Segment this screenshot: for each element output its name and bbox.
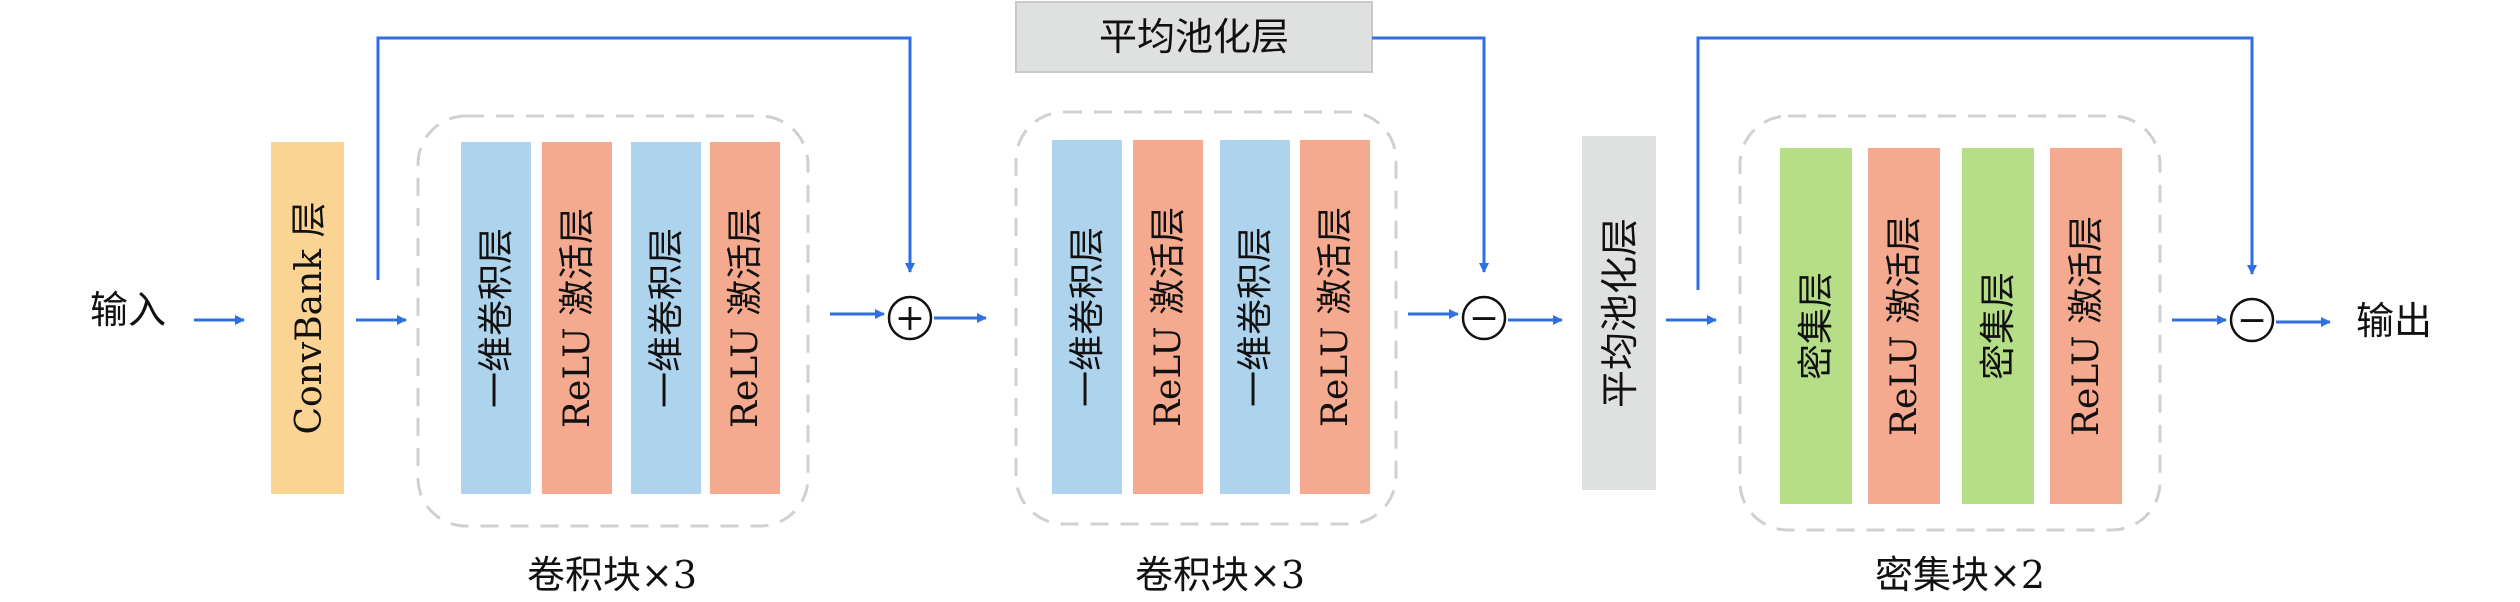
group-border-dense-block [1738, 114, 2162, 532]
skip-pool-to-sub1 [1372, 36, 1489, 273]
dense-block-layer-1-label: 密集层 [1796, 272, 1837, 380]
dense-block-layer-2 [1868, 148, 1940, 504]
dense-block-layer-3 [1962, 148, 2034, 504]
conv-block-1-layer-1 [461, 142, 531, 494]
conv-block-2-layer-3 [1220, 140, 1290, 494]
conv-block-2-layer-1-label: 一维卷积层 [1067, 227, 1108, 407]
conv-block-1-layer-1-label: 一维卷积层 [476, 228, 517, 408]
pool-top-label: 平均池化层 [1099, 15, 1289, 59]
convbank-layer [271, 142, 344, 494]
dense-block-caption: 密集块×2 [1875, 553, 2045, 597]
conv-block-2-layer-1 [1052, 140, 1122, 494]
conv-block-1-layer-4-label: ReLU 激活层 [725, 208, 766, 428]
skip-pool-mid-to-sub2 [1696, 36, 2257, 290]
dense-block-layer-4-label: ReLU 激活层 [2066, 216, 2107, 436]
conv-block-2-layer-2 [1133, 140, 1203, 494]
dense-block-layer-2-label: ReLU 激活层 [1884, 216, 1925, 436]
subtract-operator-2-symbol: − [2237, 300, 2267, 341]
conv-block-1-layer-2-label: ReLU 激活层 [557, 208, 598, 428]
flow-arrows [194, 309, 2331, 327]
convbank-label: ConvBank 层 [289, 201, 330, 434]
skip-convbank-to-add [376, 36, 915, 280]
dense-block-layer-4 [2050, 148, 2122, 504]
add-operator [887, 295, 933, 341]
input-label: 输入 [90, 288, 166, 332]
dense-block-layer-3-label: 密集层 [1978, 272, 2019, 380]
conv-block-2-layer-3-label: 一维卷积层 [1235, 227, 1276, 407]
group-border-conv-block-1 [416, 114, 810, 528]
add-operator-symbol: + [895, 298, 925, 339]
subtract-operator-2 [2229, 297, 2275, 343]
pool-mid-layer [1582, 136, 1656, 490]
dense-block-layer-1 [1780, 148, 1852, 504]
conv-block-2-layer-4 [1300, 140, 1370, 494]
subtract-operator-1 [1461, 295, 1507, 341]
conv-block-2-layer-2-label: ReLU 激活层 [1148, 207, 1189, 427]
conv-block-1-layer-4 [710, 142, 780, 494]
conv-block-1-layer-2 [542, 142, 612, 494]
subtract-operator-1-symbol: − [1469, 298, 1499, 339]
output-label: 输出 [2356, 299, 2432, 343]
conv-block-2-caption: 卷积块×3 [1135, 553, 1305, 597]
conv-block-1-layer-3 [631, 142, 701, 494]
group-border-conv-block-2 [1014, 110, 1398, 526]
conv-block-2-layer-4-label: ReLU 激活层 [1315, 207, 1356, 427]
conv-block-1-caption: 卷积块×3 [527, 553, 697, 597]
conv-block-1-layer-3-label: 一维卷积层 [646, 228, 687, 408]
pool-mid-label: 平均池化层 [1598, 218, 1642, 408]
skip-connections [376, 36, 2257, 290]
pool-top-layer [1015, 1, 1373, 73]
